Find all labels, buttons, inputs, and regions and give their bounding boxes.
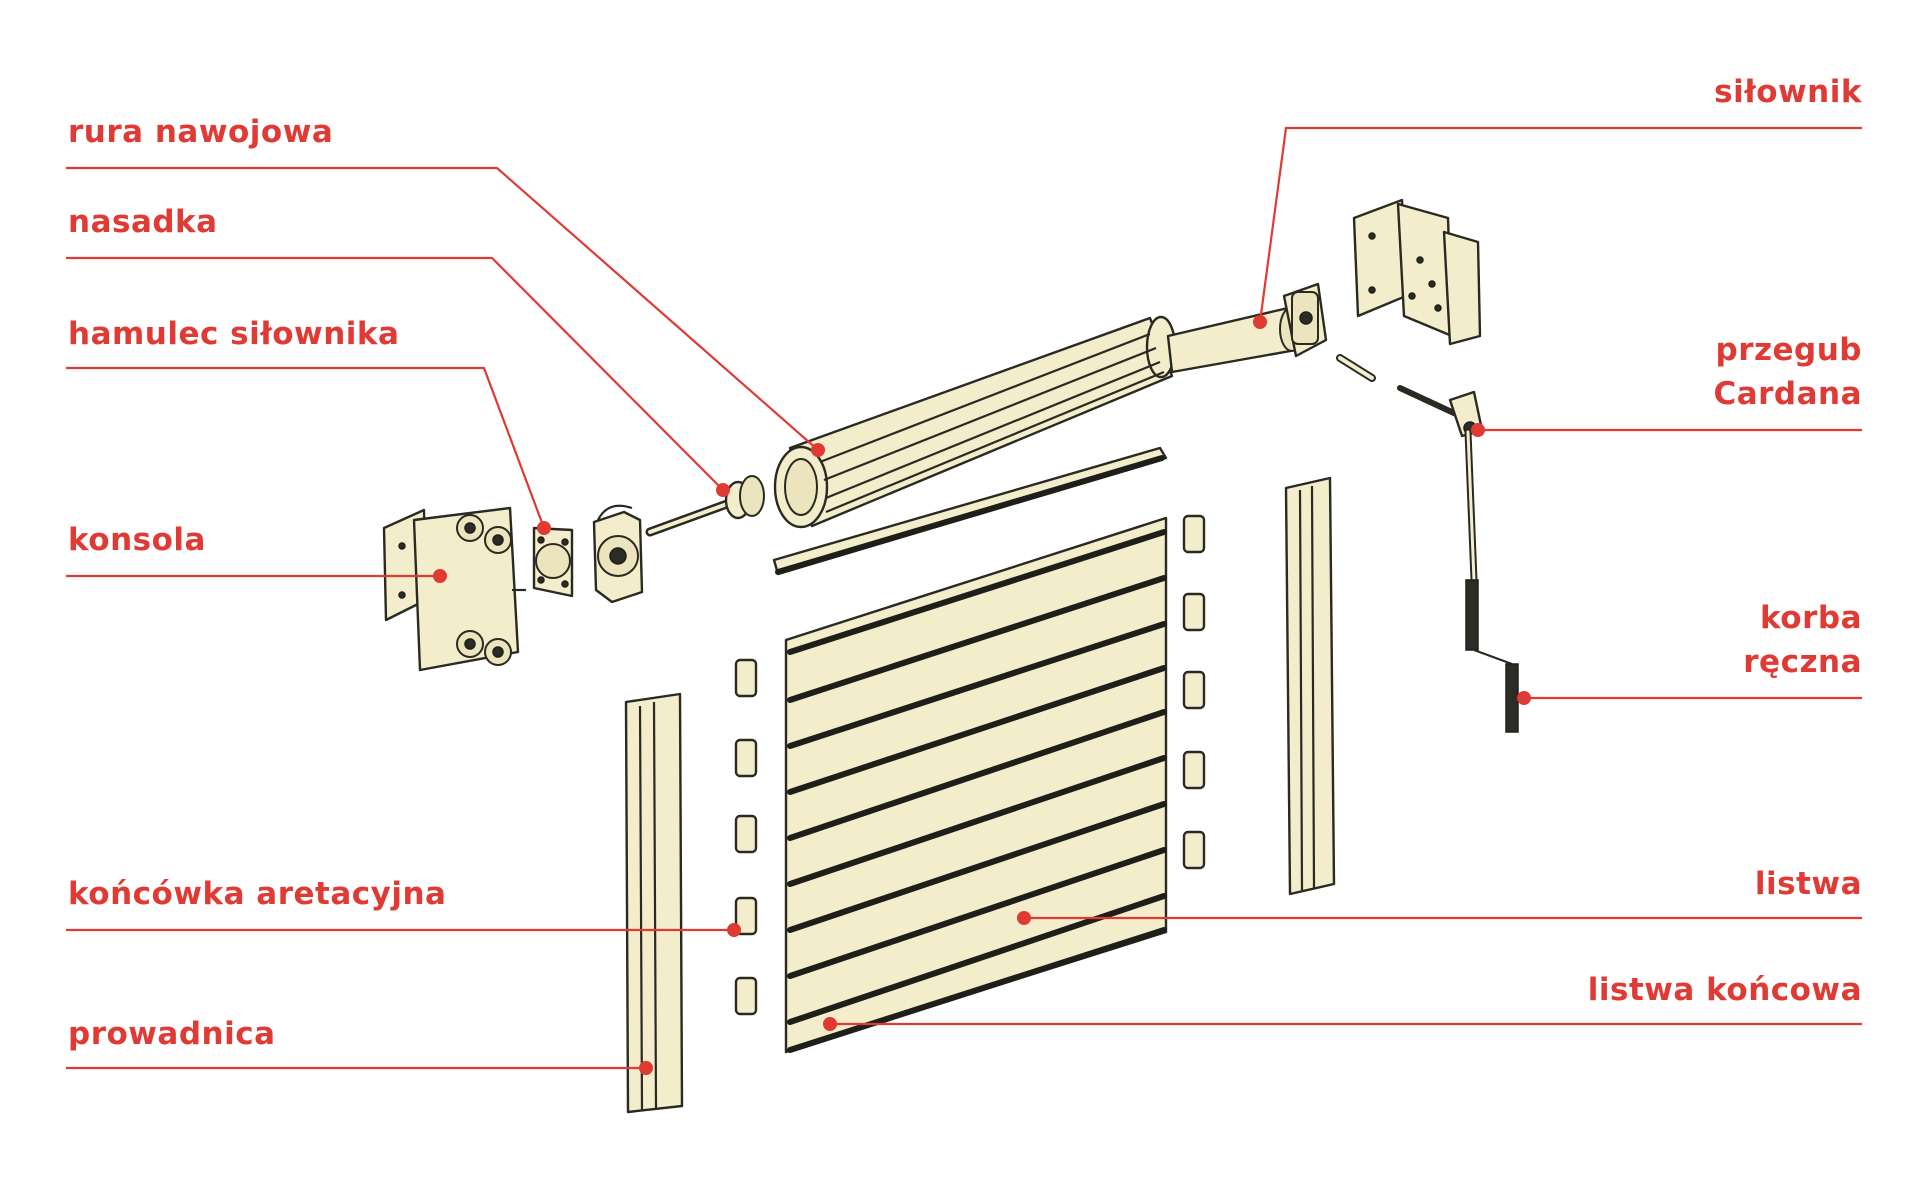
label-nasadka: nasadka <box>68 204 218 240</box>
guide-rail-left-illustration <box>624 692 684 1114</box>
leader-nasadka <box>66 256 730 497</box>
label-koncowka-aretacyjna: końcówka aretacyjna <box>68 876 446 912</box>
leader-silownik <box>1253 126 1862 329</box>
leader-listwa <box>1017 911 1862 925</box>
leader-hamulec <box>66 366 551 535</box>
motor-illustration <box>1166 282 1328 374</box>
label-korba: korba <box>1760 600 1862 636</box>
locking-clips-left-illustration <box>734 658 758 1016</box>
motor-brake-illustration <box>532 526 574 598</box>
label-listwa: listwa <box>1755 866 1862 902</box>
console-bracket-illustration <box>382 506 526 672</box>
label-konsola: konsola <box>68 522 206 558</box>
label-silownik: siłownik <box>1714 74 1863 110</box>
label-prowadnica: prowadnica <box>68 1016 276 1052</box>
label-listwa-koncowa: listwa końcowa <box>1588 972 1862 1008</box>
guide-rail-right-illustration <box>1284 476 1336 896</box>
slat-curtain-illustration <box>784 516 1168 1054</box>
leader-listwa-koncowa <box>823 1017 1862 1031</box>
gear-housing-illustration <box>592 504 644 604</box>
leader-przegub <box>1471 423 1862 437</box>
label-rura-nawojowa: rura nawojowa <box>68 114 333 150</box>
leader-koncowka <box>66 923 741 937</box>
right-bracket-illustration <box>1352 198 1482 346</box>
leader-konsola <box>66 569 447 583</box>
label-reczna: ręczna <box>1743 644 1862 680</box>
label-hamulec-silownika: hamulec siłownika <box>68 316 399 352</box>
leader-prowadnica <box>66 1061 653 1075</box>
roller-tube-illustration <box>773 315 1177 529</box>
leader-korba <box>1517 691 1862 705</box>
label-cardana: Cardana <box>1713 376 1862 412</box>
top-slat-bar-illustration <box>772 446 1168 576</box>
hand-crank-illustration <box>1464 428 1519 733</box>
drive-rod-illustration <box>645 475 765 537</box>
joint-pins-illustration <box>1336 354 1484 438</box>
label-przegub: przegub <box>1716 332 1863 368</box>
leader-rura-nawojowa <box>66 166 825 457</box>
locking-clips-right-illustration <box>1182 514 1206 870</box>
